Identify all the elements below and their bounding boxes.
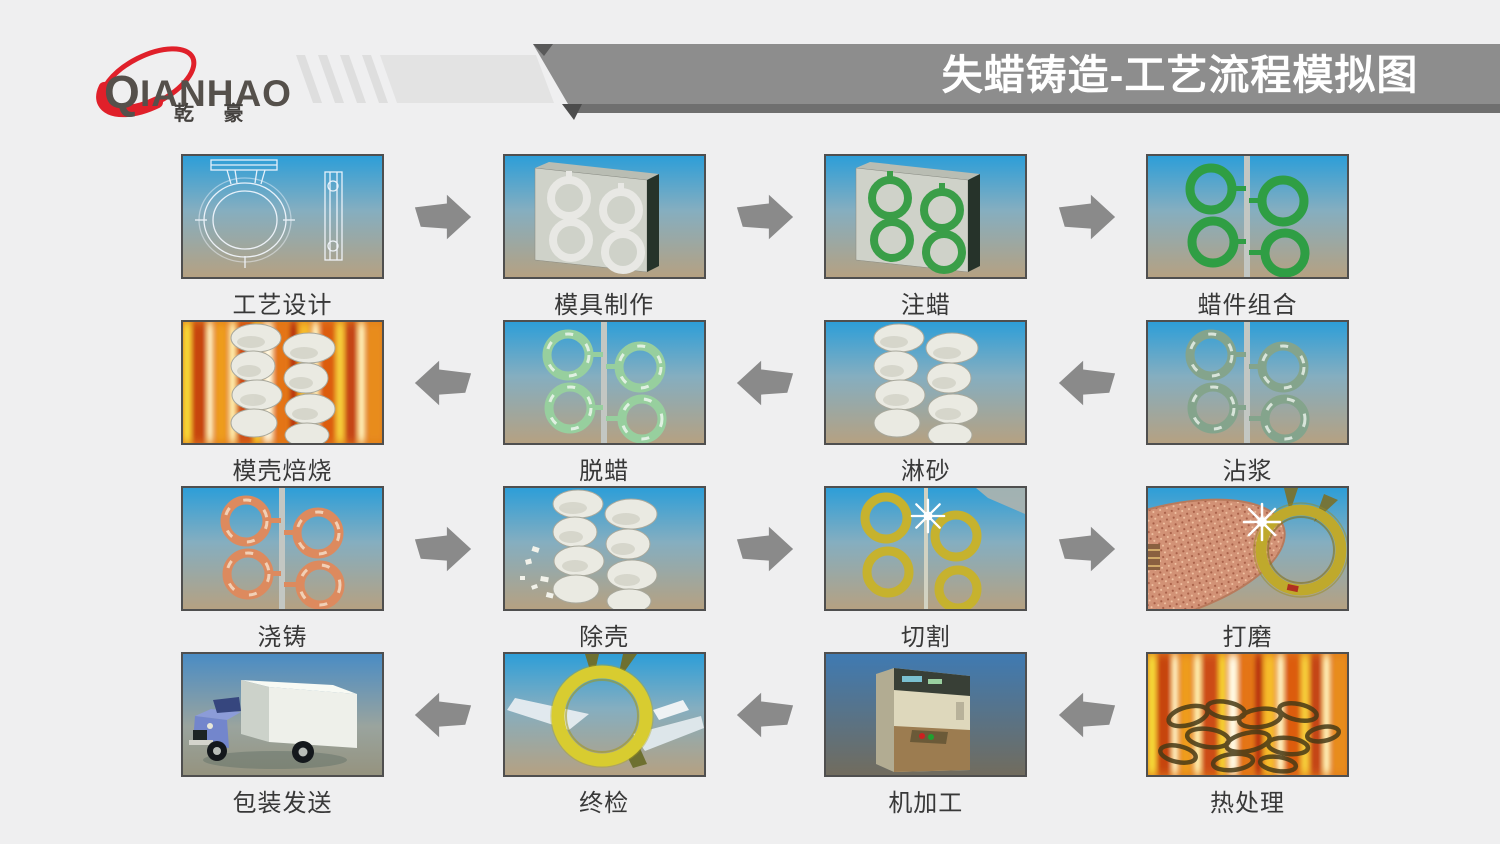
flow-row-2: 模壳焙烧 脱蜡 [181, 320, 1349, 486]
step-image-final-inspection [502, 652, 706, 777]
step-image-cad-wireframe [181, 154, 384, 279]
flow-step-mold-making: 模具制作 [502, 154, 706, 320]
step-label: 浇铸 [257, 624, 308, 651]
step-label: 注蜡 [900, 292, 951, 319]
flow-step-machining: 机加工 [824, 652, 1028, 818]
step-label: 模具制作 [554, 292, 655, 319]
flow-step-process-design: 工艺设计 [181, 154, 384, 320]
step-label: 终检 [579, 790, 630, 817]
step-label: 模壳焙烧 [232, 458, 333, 485]
step-label: 蜡件组合 [1197, 292, 1298, 319]
step-label: 除壳 [579, 624, 630, 651]
flow-step-grinding: 打磨 [1145, 486, 1349, 652]
step-label: 沾浆 [1222, 458, 1273, 485]
logo-chinese-text: 乾 豪 [174, 101, 256, 125]
flow-arrow-left-icon [1056, 358, 1118, 408]
flow-arrow-right-icon [734, 192, 796, 242]
step-image-shell-firing [181, 320, 384, 445]
step-image-shell-removal [502, 486, 706, 611]
page-title: 失蜡铸造-工艺流程模拟图 [941, 52, 1419, 98]
step-label: 包装发送 [232, 790, 333, 817]
step-image-mold-plate [502, 154, 706, 279]
flow-arrow-right-icon [1056, 524, 1118, 574]
step-label: 热处理 [1209, 790, 1285, 817]
flow-arrow-right-icon [412, 192, 474, 242]
step-image-dewaxed-tree [502, 320, 706, 445]
flow-row-4: 包装发送 [181, 652, 1349, 818]
flow-step-sand-coating: 淋砂 [824, 320, 1028, 486]
step-label: 工艺设计 [232, 292, 333, 319]
process-flow-diagram: 工艺设计 模具制作 [181, 154, 1349, 818]
flow-step-packing-shipping: 包装发送 [181, 652, 384, 818]
flow-arrow-right-icon [1056, 192, 1118, 242]
qianhao-logo: Q IANHAO 乾 豪 [96, 42, 292, 125]
step-label: 打磨 [1222, 624, 1273, 651]
header-banner [296, 44, 1500, 120]
flow-step-heat-treatment: 热处理 [1145, 652, 1349, 818]
flow-step-cutting: 切割 [824, 486, 1028, 652]
flow-arrow-right-icon [412, 524, 474, 574]
step-image-heat-treatment [1145, 652, 1349, 777]
step-image-wax-injected-mold [824, 154, 1028, 279]
flow-step-slurry-dipping: 沾浆 [1145, 320, 1349, 486]
flow-step-pouring: 浇铸 [181, 486, 384, 652]
flow-step-shell-firing: 模壳焙烧 [181, 320, 384, 486]
flow-step-wax-assembly: 蜡件组合 [1145, 154, 1349, 320]
flow-row-1: 工艺设计 模具制作 [181, 154, 1349, 320]
logo-brand-text: IANHAO [140, 73, 292, 114]
flow-step-shell-removal: 除壳 [502, 486, 706, 652]
logo-q-letter: Q [104, 66, 140, 118]
flow-arrow-left-icon [412, 690, 474, 740]
step-image-slurry-coated-tree [1145, 320, 1349, 445]
flow-arrow-left-icon [1056, 690, 1118, 740]
flow-arrow-left-icon [734, 690, 796, 740]
step-image-wax-tree [1145, 154, 1349, 279]
step-image-cutting [824, 486, 1028, 611]
step-label: 脱蜡 [579, 458, 630, 485]
flow-row-3: 浇铸 [181, 486, 1349, 652]
flow-step-dewaxing: 脱蜡 [502, 320, 706, 486]
step-label: 切割 [900, 624, 951, 651]
step-label: 机加工 [888, 790, 964, 817]
step-image-packing-shipping [181, 652, 384, 777]
flow-arrow-left-icon [412, 358, 474, 408]
logo-swoosh-icon [96, 42, 200, 118]
flow-step-final-inspection: 终检 [502, 652, 706, 818]
flow-step-wax-injection: 注蜡 [824, 154, 1028, 320]
step-image-grinding [1145, 486, 1349, 611]
flow-arrow-right-icon [734, 524, 796, 574]
step-image-sand-coated-tree [824, 320, 1028, 445]
step-label: 淋砂 [900, 458, 951, 485]
flow-arrow-left-icon [734, 358, 796, 408]
step-image-pouring-tree [181, 486, 384, 611]
step-image-machining [824, 652, 1028, 777]
